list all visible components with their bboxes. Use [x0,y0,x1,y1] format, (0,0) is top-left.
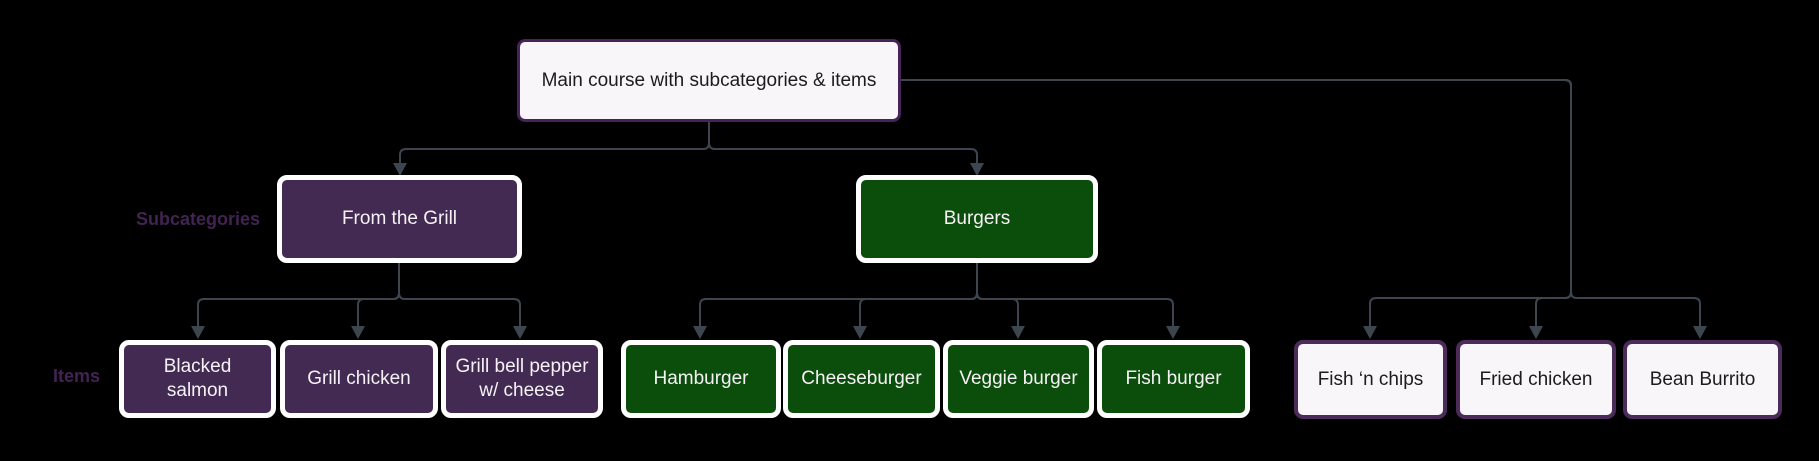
row-label-items: Items [52,366,100,386]
item-node-grill-bell-pepper: Grill bell pepper w/ cheese [441,340,603,418]
root-node-main-course: Main course with subcategories & items [517,39,901,122]
edge-burgers-to-veggie-burger [976,263,1025,339]
edge-grill-to-grill-chicken [351,263,400,339]
item-label: Cheeseburger [801,368,922,390]
item-node-grill-chicken: Grill chicken [280,340,438,418]
edge-burgers-to-hamburger [693,263,978,339]
item-node-fish-n-chips: Fish ‘n chips [1294,340,1447,419]
item-label: Grill chicken [307,368,411,390]
item-label: Bean Burrito [1649,368,1756,390]
subcategory-label: From the Grill [341,208,458,230]
item-node-cheeseburger: Cheeseburger [783,340,940,418]
edge-grill-to-bell-pepper [398,263,527,339]
subcategory-node-burgers: Burgers [856,175,1098,263]
item-label: Veggie burger [959,368,1078,390]
subcategory-label: Burgers [943,208,1011,230]
item-label: Fish burger [1125,368,1222,390]
item-label: Hamburger [653,368,749,390]
edge-burgers-to-fish-burger [976,263,1180,339]
root-node-label: Main course with subcategories & items [541,69,877,91]
row-label-subcategories: Subcategories [135,209,260,229]
item-node-blacked-salmon: Blacked salmon [119,340,276,418]
edge-root-to-from-the-grill [393,122,710,176]
item-label: Grill bell pepper w/ cheese [455,356,589,401]
item-node-fish-burger: Fish burger [1097,340,1250,418]
item-label: Fish ‘n chips [1317,368,1424,390]
item-node-hamburger: Hamburger [621,340,781,418]
edge-burgers-to-cheeseburger [853,263,978,339]
item-node-bean-burrito: Bean Burrito [1623,340,1782,419]
item-node-veggie-burger: Veggie burger [943,340,1094,418]
subcategory-node-from-the-grill: From the Grill [277,175,522,263]
item-label: Fried chicken [1479,368,1593,390]
item-node-fried-chicken: Fried chicken [1456,340,1616,419]
item-label: Blacked salmon [163,356,232,401]
edge-root-to-burgers [708,122,984,176]
edge-grill-to-blacked-salmon [191,263,400,339]
